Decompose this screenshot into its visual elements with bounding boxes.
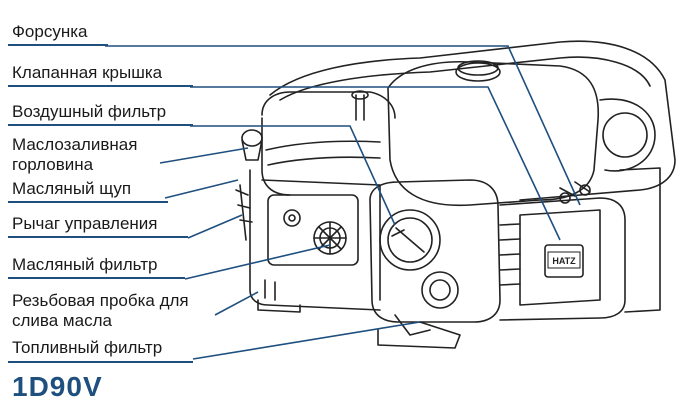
leader-line-injector <box>105 45 581 206</box>
leader-line-dipstick <box>164 179 239 199</box>
label-drain-plug: Резьбовая пробка для слива масла <box>12 291 189 330</box>
label-fuel-filter: Топливный фильтр <box>12 338 163 357</box>
label-underline <box>8 361 193 363</box>
label-control-lever: Рычаг управления <box>12 214 158 233</box>
leader-line-valve-cover <box>190 86 561 241</box>
label-underline <box>8 44 108 46</box>
leader-line-drain-plug <box>214 291 259 316</box>
label-injector: Форсунка <box>12 22 88 41</box>
label-oil-filter: Масляный фильтр <box>12 255 158 274</box>
brand-badge-text: HATZ <box>552 256 576 266</box>
label-underline <box>8 236 188 238</box>
label-underline <box>8 201 168 203</box>
label-valve-cover: Клапанная крышка <box>12 63 163 82</box>
label-underline <box>8 124 193 126</box>
label-underline <box>8 277 185 279</box>
leader-line-air-filter <box>190 125 396 226</box>
leader-line-fuel-filter <box>192 321 421 360</box>
leader-line-oil-filter <box>184 244 331 280</box>
brand-badge <box>547 251 581 269</box>
label-dipstick: Масляный щуп <box>12 179 132 198</box>
leader-line-control-lever <box>187 214 243 239</box>
label-underline <box>8 85 193 87</box>
model-name: 1D90V <box>12 371 103 402</box>
label-oil-filler-neck: Маслозаливная горловина <box>12 135 138 174</box>
label-air-filter: Воздушный фильтр <box>12 102 167 121</box>
leader-line-oil-filler <box>159 147 249 164</box>
